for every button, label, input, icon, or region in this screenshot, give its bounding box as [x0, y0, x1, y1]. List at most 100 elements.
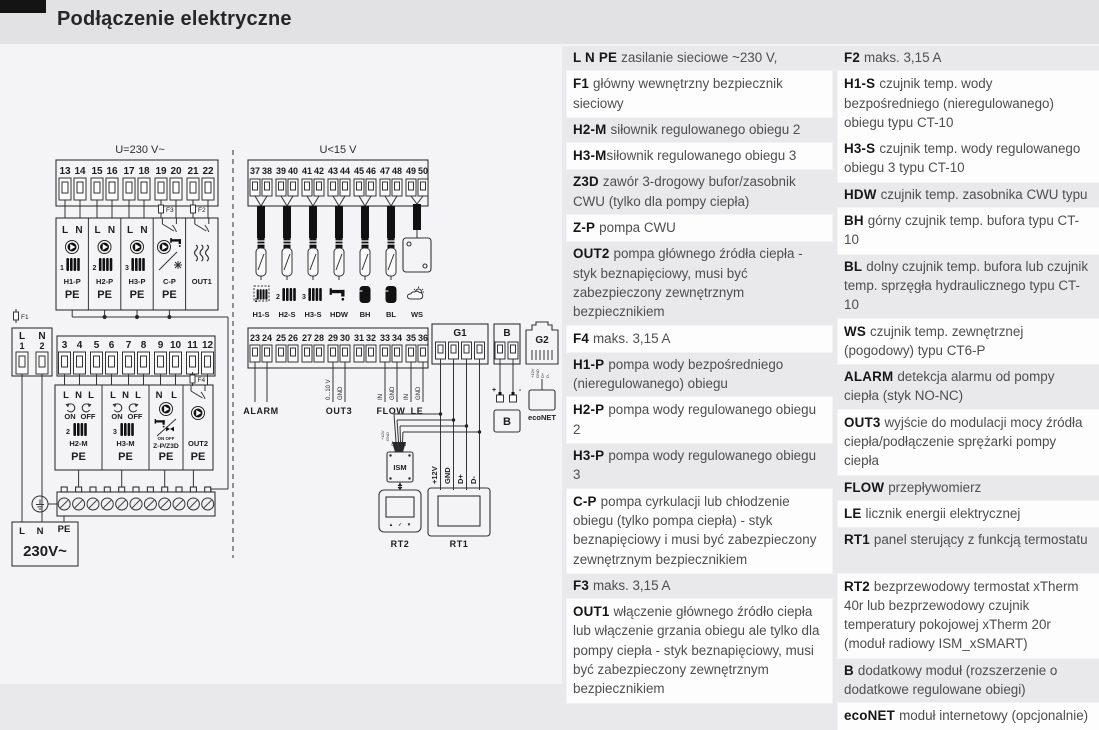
svg-text:3: 3 [302, 294, 306, 301]
faucet-icon [154, 419, 165, 428]
terminal-number: 13 [59, 166, 71, 177]
wire-letter: L [62, 225, 68, 236]
terminal-number: 38 [262, 166, 272, 176]
radiator-icon [73, 423, 87, 436]
circuit-number: 2 [93, 265, 97, 272]
pe-label: PE [58, 524, 71, 535]
radiator-icon [131, 258, 145, 271]
terminal-number: 26 [288, 333, 298, 343]
pe-label: PE [65, 289, 80, 301]
rt2-label: RT2 [391, 539, 410, 549]
faucet-icon [329, 288, 345, 301]
terminal-number: 3 [62, 340, 68, 351]
pin-label: +12V [530, 368, 535, 378]
g2-socket: G2 +12V GND D+ D- ecoNET [525, 321, 559, 422]
svg-text:F4: F4 [198, 377, 206, 384]
mains-input-block: L N 1 2 [11, 327, 53, 377]
wire-letter: L [135, 390, 141, 401]
cell-label: H3-P [128, 277, 145, 286]
g1-connector: G1 [431, 323, 489, 365]
wire-letter: N [156, 390, 163, 401]
terminal-number: 28 [314, 333, 324, 343]
wire-letter: N [122, 390, 129, 401]
fuse-f3-icon: F3 [158, 201, 174, 217]
ism-connector [392, 442, 406, 452]
pump-icon [191, 406, 205, 420]
pe-label: PE [118, 451, 133, 463]
pe-label: PE [130, 289, 145, 301]
pin-label: GND [535, 369, 540, 378]
wire-letter: N [37, 526, 44, 537]
pump-icon [97, 240, 112, 254]
mains-section-label: U=230 V~ [115, 144, 165, 156]
off-label: OFF [81, 412, 96, 421]
ism-label: ISM [393, 463, 406, 472]
pe-label: PE [97, 289, 112, 301]
terminal-strip-37-50: 37 38 39 40 41 42 43 44 45 46 47 48 49 5… [247, 159, 429, 207]
outdoor-sensor [402, 204, 432, 273]
room-radiator-icon: 1 [253, 285, 270, 304]
pin-label: D+ [540, 372, 545, 378]
terminal-number: 31 [354, 333, 364, 343]
temp-sensor-probe [255, 205, 267, 281]
radiator-icon [98, 258, 113, 271]
page-title: Podłączenie elektryczne [57, 8, 292, 30]
pump-icon [157, 240, 171, 254]
cw-arrow-icon [128, 402, 140, 413]
wire-letter: L [19, 331, 25, 342]
terminal-number: 40 [288, 166, 298, 176]
b-module: + - B [492, 359, 522, 433]
earth-terminal-strip [56, 486, 216, 517]
terminal-number: 14 [74, 166, 86, 177]
sensor-label: BH [360, 310, 371, 319]
mains-voltage-label: 230V~ [23, 543, 67, 560]
terminal-number: 43 [328, 166, 338, 176]
terminal-number: 24 [262, 333, 272, 343]
down-button-icon: ▼ [407, 522, 411, 527]
fuse-f4-icon: F4 [189, 371, 206, 387]
temp-sensor-probe [359, 205, 371, 281]
ok-button-icon: ✓ [398, 522, 402, 527]
svg-text:2: 2 [276, 294, 280, 301]
pe-label: PE [191, 451, 206, 463]
terminal-number: 22 [202, 166, 214, 177]
circuit-number: 3 [125, 265, 129, 272]
faucet-icon [170, 238, 181, 247]
terminal-number: 21 [187, 166, 199, 177]
signal-label: GND [338, 386, 344, 400]
terminal-number: 35 [406, 333, 416, 343]
wire-letter: L [127, 225, 133, 236]
header-divider [0, 44, 1099, 46]
terminal-number: 17 [123, 166, 135, 177]
wire-label: D- [469, 476, 478, 484]
terminal-number: 44 [340, 166, 350, 176]
wire-letter: L [171, 390, 177, 401]
radiator-icon [66, 258, 80, 271]
temp-sensor-probe [333, 205, 345, 281]
terminal-number: 32 [366, 333, 376, 343]
terminal-number: 50 [418, 166, 428, 176]
rt1-label: RT1 [450, 539, 469, 549]
buffer-top-icon [359, 285, 371, 304]
terminal-number: 8 [141, 340, 147, 351]
signal-label: IN [378, 394, 384, 400]
wireless-arrow-up [397, 483, 403, 486]
terminal-strip-3-12: 3 4 5 6 7 8 9 10 11 12 [56, 335, 216, 377]
cell-label: H2-M [69, 439, 87, 448]
relay-contact-icon [194, 217, 210, 233]
terminal-number: 27 [302, 333, 312, 343]
relay-contact-icon [161, 217, 177, 233]
